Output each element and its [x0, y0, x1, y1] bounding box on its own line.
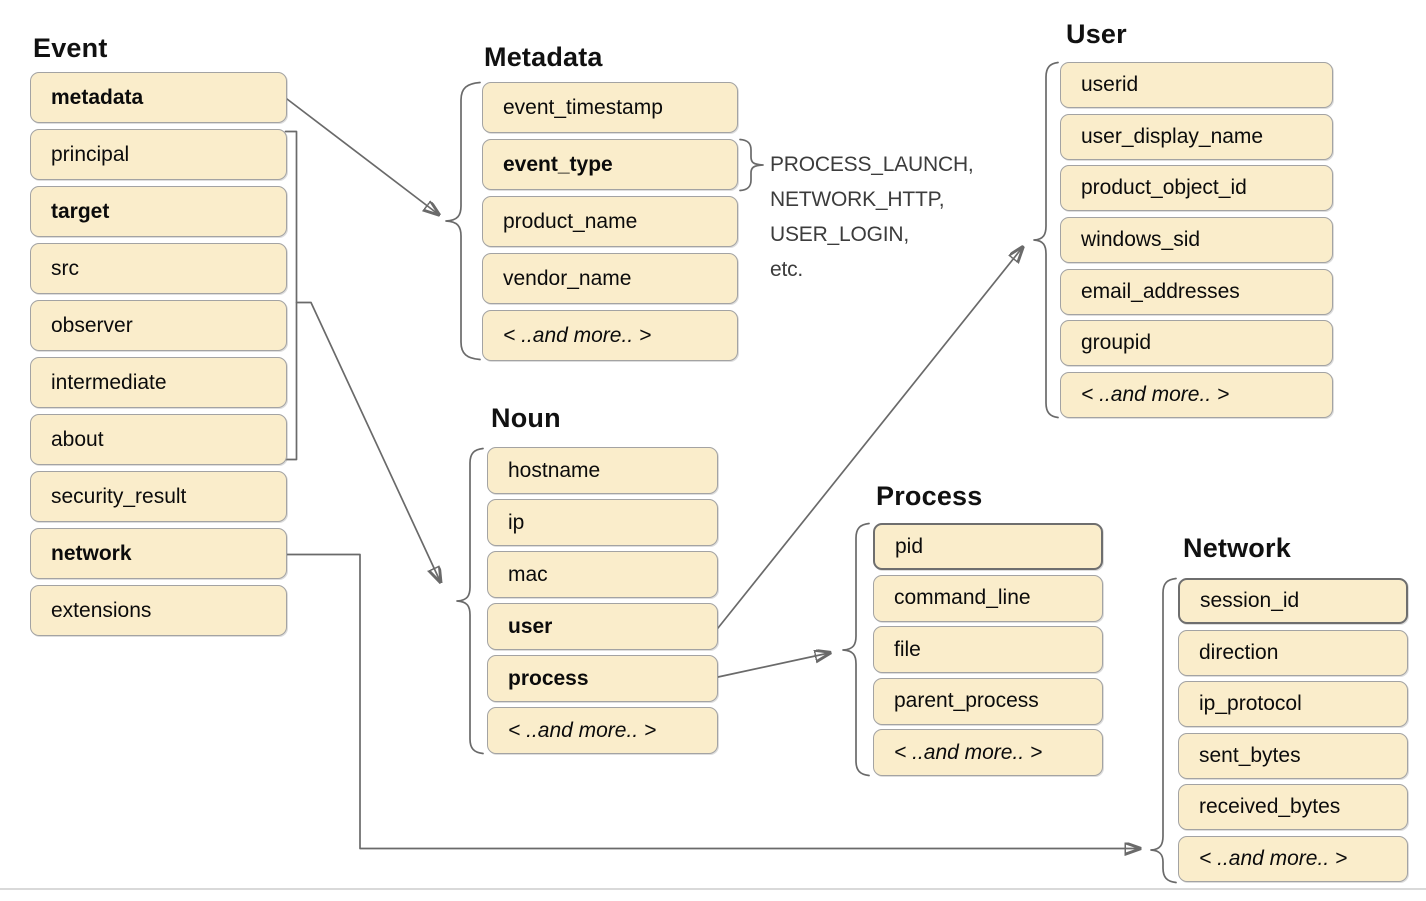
field-box: event_type	[482, 139, 738, 190]
field-box: network	[30, 528, 287, 579]
arrow-event-to-noun	[295, 301, 441, 582]
noun-brace	[456, 447, 484, 755]
event-type-values-line: NETWORK_HTTP,	[770, 188, 945, 211]
event-nouns-bracket	[284, 130, 298, 461]
field-box: mac	[487, 551, 718, 598]
network-group-title: Network	[1183, 533, 1291, 563]
field-box: < ..and more.. >	[1060, 372, 1333, 419]
field-box: < ..and more.. >	[482, 310, 738, 361]
field-box: direction	[1178, 629, 1408, 676]
network-brace	[1150, 577, 1177, 884]
field-box: file	[873, 626, 1103, 673]
arrow-process-to-process-group	[717, 653, 829, 678]
field-box: pid	[873, 523, 1103, 570]
event-type-values-line: etc.	[770, 258, 804, 281]
field-box: ip_protocol	[1178, 681, 1408, 727]
field-box: product_object_id	[1060, 165, 1333, 212]
arrow-metadata-to-metadata-group	[286, 98, 438, 214]
metadata-group-title: Metadata	[484, 42, 603, 72]
event-group-title: Event	[33, 33, 108, 63]
noun-group-boxes: hostname ip mac user process < ..and more.. >	[487, 447, 718, 754]
field-box: windows_sid	[1060, 217, 1333, 264]
field-box: about	[30, 414, 287, 465]
field-box: vendor_name	[482, 253, 738, 304]
user-group-boxes: userid user_display_name product_object_id…	[1060, 62, 1333, 419]
field-box: userid	[1060, 62, 1333, 108]
network-group-boxes: session_id direction ip_protocol sent_bytes…	[1178, 578, 1408, 882]
field-box: < ..and more.. >	[487, 707, 718, 754]
user-group-title: User	[1066, 19, 1127, 49]
field-box: observer	[30, 300, 287, 351]
field-box: event_timestamp	[482, 82, 738, 133]
event-group-boxes: metadata principal target src observer interm…	[30, 72, 287, 636]
field-box: metadata	[30, 72, 287, 123]
field-box: received_bytes	[1178, 784, 1408, 830]
field-box: target	[30, 186, 287, 237]
event-type-brace	[739, 138, 764, 192]
field-box: < ..and more.. >	[873, 729, 1103, 776]
field-box: src	[30, 243, 287, 294]
field-box: sent_bytes	[1178, 732, 1408, 779]
process-brace	[842, 522, 870, 777]
field-box: email_addresses	[1060, 268, 1333, 315]
field-box: < ..and more.. >	[1178, 835, 1408, 882]
field-box: security_result	[30, 471, 287, 522]
field-box: user	[487, 603, 718, 650]
field-box: parent_process	[873, 677, 1103, 725]
field-box: product_name	[482, 196, 738, 247]
field-box: user_display_name	[1060, 113, 1333, 160]
event-type-values: PROCESS_LAUNCH, NETWORK_HTTP, USER_LOGIN…	[770, 147, 974, 287]
field-box: principal	[30, 129, 287, 180]
field-box: session_id	[1178, 578, 1408, 624]
metadata-brace	[445, 81, 481, 361]
process-group-title: Process	[876, 481, 983, 511]
field-box: extensions	[30, 585, 287, 636]
noun-group-title: Noun	[491, 403, 561, 433]
field-box: process	[487, 655, 718, 702]
user-brace	[1033, 61, 1059, 419]
event-type-values-line: PROCESS_LAUNCH,	[770, 153, 974, 176]
field-box: ip	[487, 499, 718, 546]
field-box: groupid	[1060, 320, 1333, 367]
field-box: command_line	[873, 574, 1103, 622]
event-type-values-line: USER_LOGIN,	[770, 223, 910, 246]
bottom-divider	[0, 888, 1426, 890]
field-box: intermediate	[30, 357, 287, 408]
field-box: hostname	[487, 447, 718, 494]
